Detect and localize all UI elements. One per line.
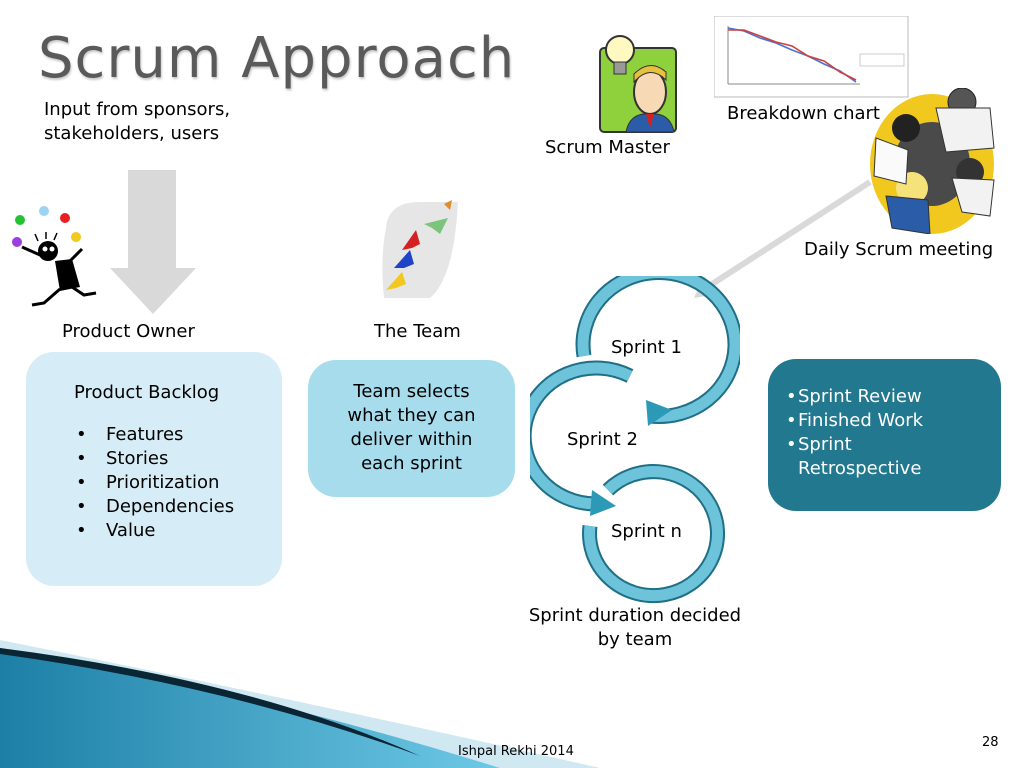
product-backlog-title: Product Backlog	[74, 382, 220, 403]
product-backlog-box: Product Backlog Features Stories Priorit…	[26, 352, 282, 586]
team-box-line: each sprint	[361, 453, 462, 474]
list-item: Value	[74, 519, 264, 543]
list-item: Sprint Review	[786, 385, 991, 409]
team-box-line: Team selects	[353, 381, 470, 402]
line-chart-icon	[714, 16, 909, 98]
sprint-outcomes-list: Sprint Review Finished Work Sprint Retro…	[786, 385, 991, 481]
footer-author: Ishpal Rekhi 2014	[458, 744, 574, 759]
product-backlog-list: Features Stories Prioritization Dependen…	[74, 423, 264, 543]
arrow-down-icon	[110, 170, 196, 314]
list-item: Prioritization	[74, 471, 264, 495]
team-label: The Team	[374, 321, 461, 342]
sprint-duration-line2: by team	[597, 629, 673, 650]
sprint-duration-note: Sprint duration decided by team	[520, 604, 750, 652]
juggler-icon	[12, 206, 97, 307]
sprint-n-label: Sprint n	[611, 521, 682, 542]
birds-icon	[382, 200, 458, 298]
team-box-line: deliver within	[350, 429, 473, 450]
list-item: Sprint Retrospective	[786, 433, 948, 481]
sprint-1-label: Sprint 1	[611, 337, 682, 358]
input-note-line1: Input from sponsors,	[44, 99, 231, 120]
list-item: Finished Work	[786, 409, 991, 433]
sprint-2-label: Sprint 2	[567, 429, 638, 450]
input-note: Input from sponsors, stakeholders, users	[44, 98, 230, 146]
team-selects-box: Team selects what they can deliver withi…	[308, 360, 515, 497]
sprint-duration-line1: Sprint duration decided	[528, 605, 742, 626]
sprint-cycle-diagram	[530, 276, 740, 604]
slide-title: Scrum Approach	[38, 26, 516, 91]
meeting-people-icon	[870, 88, 995, 234]
sprint-outcomes-box: Sprint Review Finished Work Sprint Retro…	[768, 359, 1001, 511]
lightbulb-man-icon	[599, 35, 677, 133]
product-owner-label: Product Owner	[62, 321, 195, 342]
input-note-line2: stakeholders, users	[44, 123, 220, 144]
scrum-master-label: Scrum Master	[545, 137, 670, 158]
decorative-wave	[0, 640, 600, 768]
list-item: Dependencies	[74, 495, 264, 519]
team-box-line: what they can	[347, 405, 476, 426]
list-item: Features	[74, 423, 264, 447]
page-number: 28	[982, 735, 999, 750]
list-item: Stories	[74, 447, 264, 471]
breakdown-chart-label: Breakdown chart	[727, 103, 880, 124]
daily-scrum-meeting-label: Daily Scrum meeting	[804, 239, 994, 260]
